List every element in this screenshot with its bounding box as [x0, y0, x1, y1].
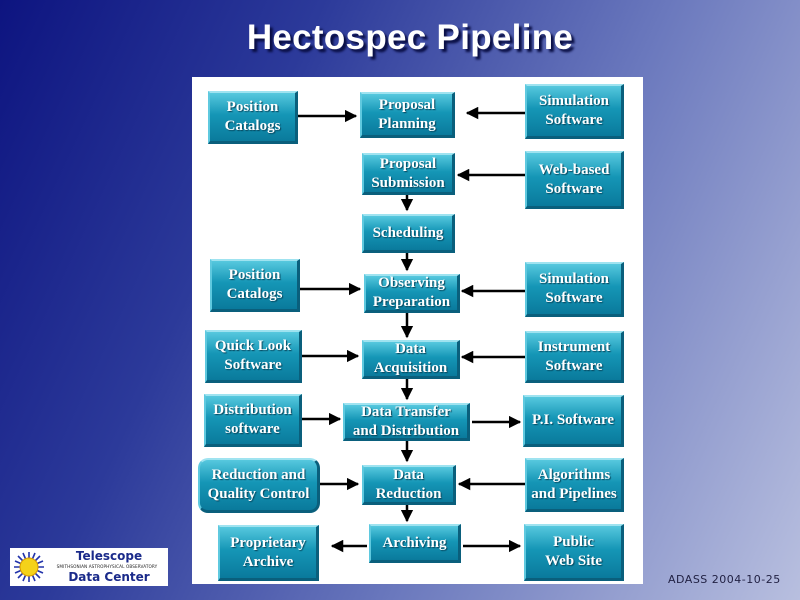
- telescope-data-center-logo: Telescope SMITHSONIAN ASTROPHYSICAL OBSE…: [10, 548, 168, 586]
- node-distribution-software: Distribution software: [204, 394, 302, 447]
- footer-text: ADASS 2004-10-25: [668, 573, 781, 586]
- node-proposal-submission: Proposal Submission: [362, 153, 455, 195]
- node-position-catalogs-2: Position Catalogs: [210, 259, 300, 312]
- node-data-transfer: Data Transfer and Distribution: [343, 403, 470, 441]
- node-reduction-quality-control: Reduction and Quality Control: [198, 458, 320, 513]
- node-algorithms-pipelines: Algorithms and Pipelines: [525, 458, 624, 512]
- pipeline-diagram: Position Catalogs Position Catalogs Quic…: [192, 77, 643, 584]
- logo-line-telescope: Telescope: [75, 549, 143, 563]
- node-data-acquisition: Data Acquisition: [362, 340, 460, 379]
- node-pi-software: P.I. Software: [523, 395, 624, 447]
- node-simulation-software-1: Simulation Software: [525, 84, 624, 139]
- node-proposal-planning: Proposal Planning: [360, 92, 455, 138]
- slide-title: Hectospec Pipeline: [246, 18, 574, 57]
- node-proprietary-archive: Proprietary Archive: [218, 525, 319, 581]
- logo-line-data-center: Data Center: [68, 570, 150, 584]
- node-web-based-software: Web-based Software: [525, 151, 624, 209]
- node-archiving: Archiving: [369, 524, 461, 563]
- node-simulation-software-2: Simulation Software: [525, 262, 624, 317]
- node-observing-preparation: Observing Preparation: [364, 274, 460, 313]
- node-data-reduction: Data Reduction: [362, 465, 456, 505]
- node-quick-look-software: Quick Look Software: [205, 330, 302, 383]
- node-position-catalogs-1: Position Catalogs: [208, 91, 298, 144]
- node-public-web-site: Public Web Site: [524, 524, 624, 581]
- logo-line-sao: SMITHSONIAN ASTROPHYSICAL OBSERVATORY: [56, 564, 158, 569]
- node-scheduling: Scheduling: [362, 214, 455, 253]
- arrow-layer: [298, 106, 525, 553]
- node-instrument-software: Instrument Software: [525, 331, 624, 383]
- sun-icon: [14, 552, 44, 582]
